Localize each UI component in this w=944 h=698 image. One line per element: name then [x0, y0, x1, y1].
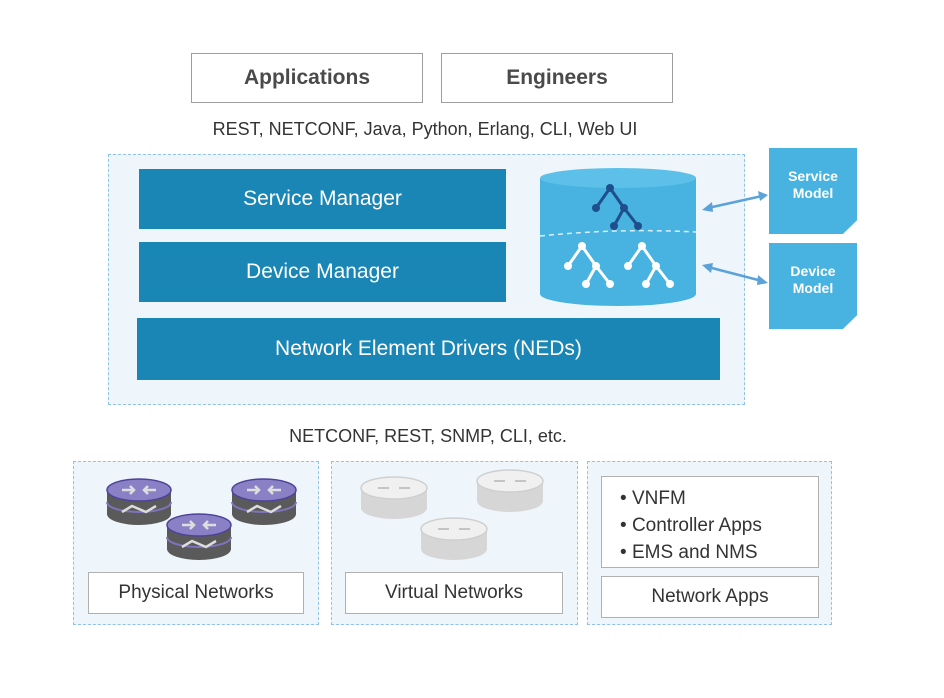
router-icon — [229, 478, 299, 528]
physical-networks-label: Physical Networks — [118, 582, 274, 603]
service-model-line2: Model — [792, 185, 834, 201]
applications-label: Applications — [243, 66, 370, 89]
virtual-networks-label: Virtual Networks — [385, 582, 523, 603]
engineers-label: Engineers — [506, 66, 608, 89]
service-model-line1: Service — [788, 168, 838, 184]
device-model-line2: Model — [792, 280, 834, 296]
list-item: EMS and NMS — [620, 539, 818, 566]
virtual-router-icon — [474, 467, 546, 515]
applications-box: Applications — [191, 53, 423, 103]
device-tree-icon-2 — [624, 242, 674, 288]
service-tree-icon — [592, 184, 642, 230]
engineers-box: Engineers — [441, 53, 673, 103]
network-apps-list-box: VNFM Controller Apps EMS and NMS — [601, 476, 819, 568]
device-tree-icon-1 — [564, 242, 614, 288]
router-icon — [104, 478, 174, 528]
device-manager-bar: Device Manager — [139, 242, 506, 302]
device-model-note: Device Model — [769, 243, 857, 329]
network-apps-label: Network Apps — [651, 586, 769, 607]
network-apps-list: VNFM Controller Apps EMS and NMS — [620, 485, 818, 566]
virtual-router-icon — [358, 474, 430, 522]
list-item: VNFM — [620, 485, 818, 512]
network-apps-label-box: Network Apps — [601, 576, 819, 618]
south-protocols-caption: NETCONF, REST, SNMP, CLI, etc. — [289, 426, 567, 446]
ned-label: Network Element Drivers (NEDs) — [275, 337, 582, 360]
virtual-router-icon — [418, 515, 490, 563]
device-model-arrow-icon — [702, 259, 770, 289]
physical-networks-label-box: Physical Networks — [88, 572, 304, 614]
service-manager-bar: Service Manager — [139, 169, 506, 229]
router-icon — [164, 513, 234, 563]
database-cylinder — [538, 166, 698, 308]
ned-bar: Network Element Drivers (NEDs) — [137, 318, 720, 380]
north-protocols-caption: REST, NETCONF, Java, Python, Erlang, CLI… — [212, 119, 638, 139]
virtual-networks-label-box: Virtual Networks — [345, 572, 563, 614]
service-model-arrow-icon — [702, 188, 770, 218]
service-model-note: Service Model — [769, 148, 857, 234]
service-manager-label: Service Manager — [243, 187, 402, 210]
list-item: Controller Apps — [620, 512, 818, 539]
device-manager-label: Device Manager — [246, 260, 399, 283]
device-model-line1: Device — [790, 263, 836, 279]
